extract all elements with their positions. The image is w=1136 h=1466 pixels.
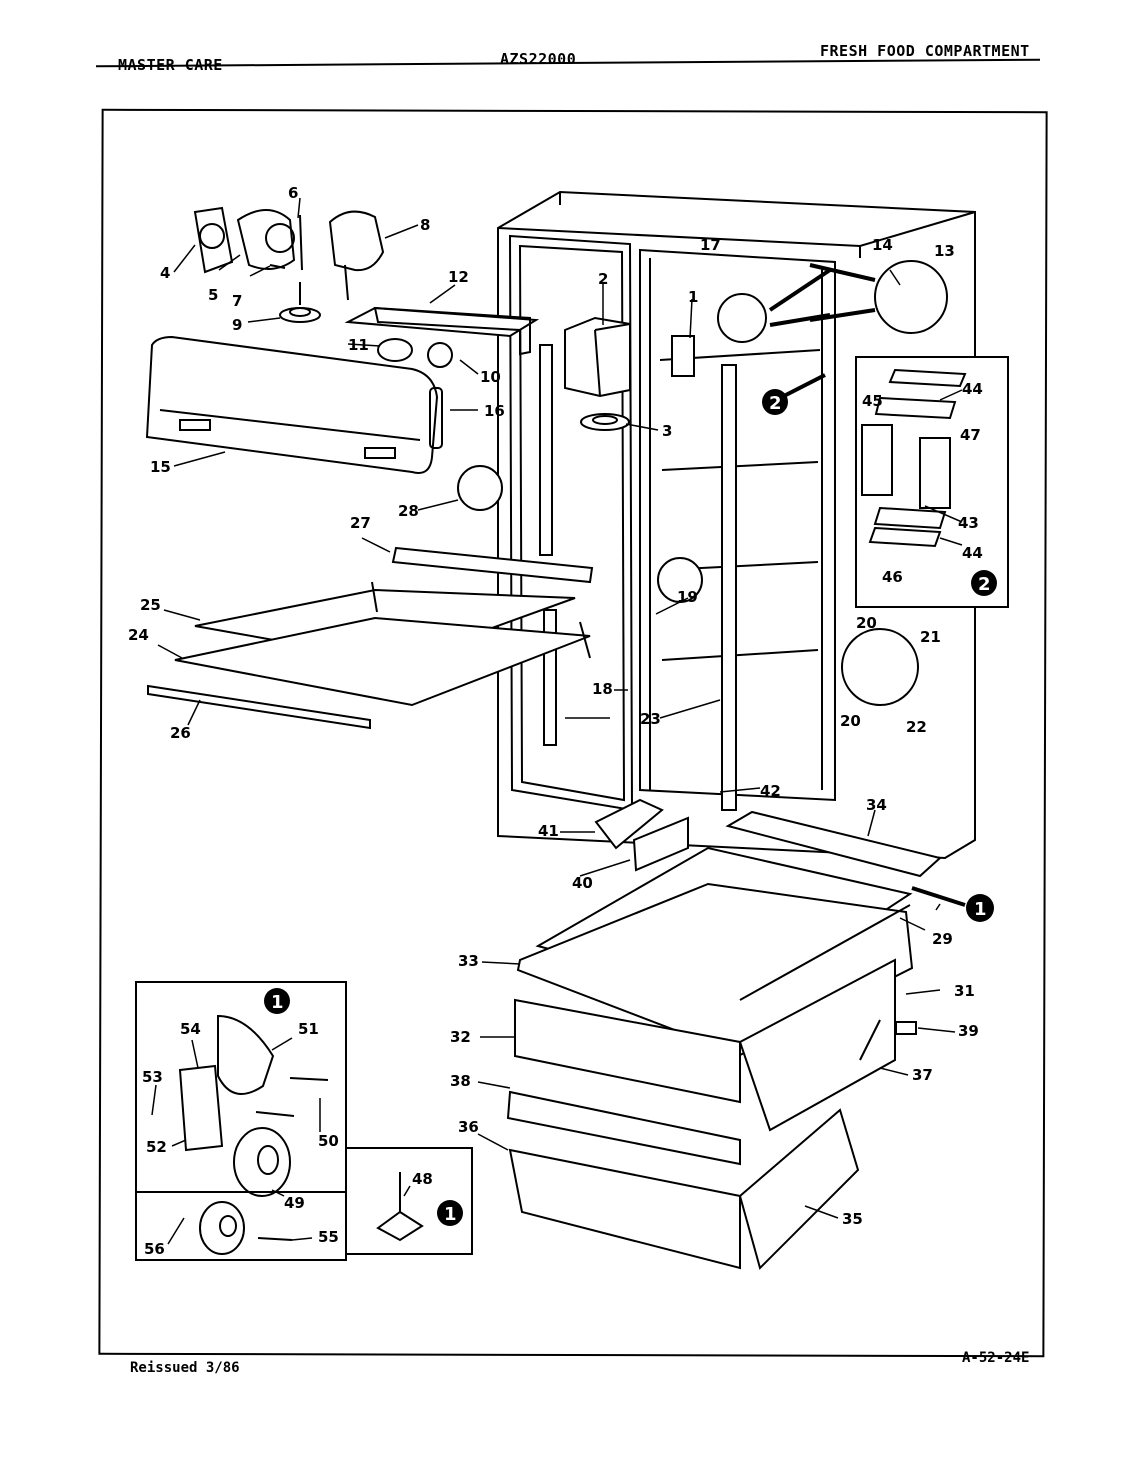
callout-3: 3 bbox=[662, 422, 672, 440]
light-shield bbox=[145, 335, 443, 474]
callout-29: 29 bbox=[932, 930, 953, 948]
callout-2: 2 bbox=[598, 270, 608, 288]
callout-48: 48 bbox=[412, 1170, 433, 1188]
callout-40: 40 bbox=[572, 874, 593, 892]
callout-45: 45 bbox=[862, 392, 883, 410]
callout-19: 19 bbox=[677, 588, 698, 606]
callout-9: 9 bbox=[232, 316, 242, 334]
callout-54: 54 bbox=[180, 1020, 201, 1038]
glass-shelf bbox=[147, 546, 594, 730]
callout-15: 15 bbox=[150, 458, 171, 476]
callout-17: 17 bbox=[700, 236, 721, 254]
callout-1: 1 bbox=[688, 288, 698, 306]
callout-14: 14 bbox=[872, 236, 893, 254]
callout-10: 10 bbox=[480, 368, 501, 386]
badge-1-drawer: 1 bbox=[974, 899, 987, 920]
callout-49: 49 bbox=[284, 1194, 305, 1212]
header-section: FRESH FOOD COMPARTMENT bbox=[820, 42, 1030, 60]
callout-42: 42 bbox=[760, 782, 781, 800]
callout-47: 47 bbox=[960, 426, 981, 444]
callout-44a: 44 bbox=[962, 380, 983, 398]
callout-32: 32 bbox=[450, 1028, 471, 1046]
callout-34: 34 bbox=[866, 796, 887, 814]
rail-bracket bbox=[594, 798, 689, 872]
control-box bbox=[564, 316, 695, 431]
callout-4: 4 bbox=[160, 264, 170, 282]
callout-5: 5 bbox=[208, 286, 218, 304]
callout-24: 24 bbox=[128, 626, 149, 644]
light-assembly-parts bbox=[193, 206, 385, 323]
callout-35: 35 bbox=[842, 1210, 863, 1228]
callout-55: 55 bbox=[318, 1228, 339, 1246]
callout-51: 51 bbox=[298, 1020, 319, 1038]
callout-13: 13 bbox=[934, 242, 955, 260]
callout-41: 41 bbox=[538, 822, 559, 840]
reference-badges: 2 2 1 1 1 bbox=[264, 389, 997, 1226]
badge-2-inset: 2 bbox=[978, 574, 991, 595]
callout-25: 25 bbox=[140, 596, 161, 614]
callout-44b: 44 bbox=[962, 544, 983, 562]
crisper-drawers bbox=[506, 810, 943, 1270]
callout-26: 26 bbox=[170, 724, 191, 742]
callout-28: 28 bbox=[398, 502, 419, 520]
callout-20b: 20 bbox=[840, 712, 861, 730]
callout-50: 50 bbox=[318, 1132, 339, 1150]
footer-doc-code: A-52-24E bbox=[962, 1350, 1030, 1366]
inset-detail-2 bbox=[855, 356, 1009, 608]
shelf-rails bbox=[539, 344, 737, 811]
callout-31: 31 bbox=[954, 982, 975, 1000]
badge-1-leveler: 1 bbox=[444, 1204, 457, 1225]
badge-2-cabinet: 2 bbox=[769, 393, 782, 414]
callout-56: 56 bbox=[144, 1240, 165, 1258]
callout-7: 7 bbox=[232, 292, 242, 310]
callout-6: 6 bbox=[288, 184, 298, 202]
callout-43: 43 bbox=[958, 514, 979, 532]
callout-labels: 1 2 3 4 5 6 7 8 9 10 11 12 13 14 15 16 1… bbox=[128, 184, 983, 1258]
callout-11: 11 bbox=[348, 336, 369, 354]
callout-39: 39 bbox=[958, 1022, 979, 1040]
callout-18: 18 bbox=[592, 680, 613, 698]
callout-12: 12 bbox=[448, 268, 469, 286]
callout-8: 8 bbox=[420, 216, 430, 234]
callout-53: 53 bbox=[142, 1068, 163, 1086]
callout-52: 52 bbox=[146, 1138, 167, 1156]
callout-27: 27 bbox=[350, 514, 371, 532]
callout-23: 23 bbox=[640, 710, 661, 728]
callout-37: 37 bbox=[912, 1066, 933, 1084]
callout-22: 22 bbox=[906, 718, 927, 736]
badge-1-inset: 1 bbox=[271, 992, 284, 1013]
callout-33: 33 bbox=[458, 952, 479, 970]
socket-bracket bbox=[344, 306, 540, 368]
callout-16: 16 bbox=[484, 402, 505, 420]
callout-36: 36 bbox=[458, 1118, 479, 1136]
callout-20a: 20 bbox=[856, 614, 877, 632]
leader-lines bbox=[151, 197, 963, 1245]
footer-reissued: Reissued 3/86 bbox=[130, 1360, 240, 1376]
callout-38: 38 bbox=[450, 1072, 471, 1090]
callout-21: 21 bbox=[920, 628, 941, 646]
badge-arrows bbox=[779, 373, 966, 907]
detail-circles bbox=[457, 260, 948, 706]
callout-46: 46 bbox=[882, 568, 903, 586]
